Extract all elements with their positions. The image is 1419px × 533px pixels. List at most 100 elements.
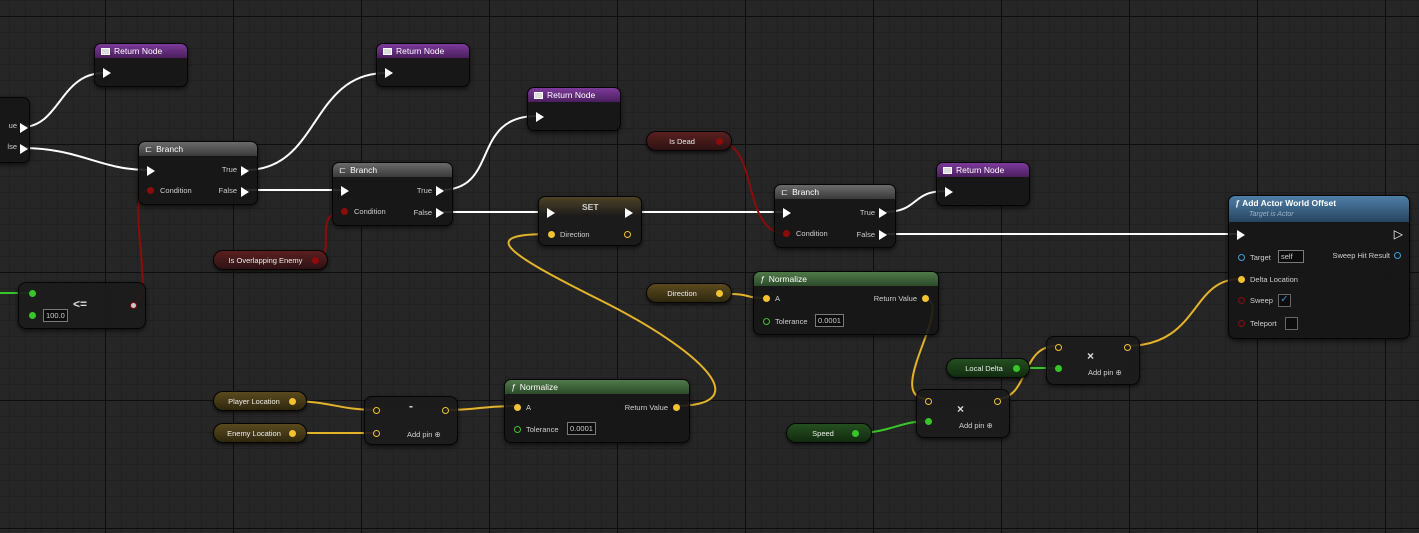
return-node[interactable]: Return Node	[527, 87, 621, 131]
compare-value-box[interactable]: 100.0	[43, 309, 68, 322]
tolerance-pin[interactable]	[763, 318, 770, 325]
tolerance-pin[interactable]	[514, 426, 521, 433]
less-equal-node[interactable]: 100.0 <=	[18, 282, 146, 329]
target-value[interactable]: self	[1278, 250, 1304, 263]
input-a-pin[interactable]	[373, 407, 380, 414]
exec-out-outline: ▷	[1393, 227, 1403, 241]
exec-in-pin[interactable]	[783, 208, 791, 218]
return-node[interactable]: Return Node	[936, 162, 1030, 206]
tolerance-value[interactable]: 0.0001	[815, 314, 844, 327]
is-dead-variable[interactable]: Is Dead	[646, 131, 732, 151]
return-value-pin[interactable]	[922, 295, 929, 302]
output-pin[interactable]	[289, 398, 296, 405]
exec-in-pin[interactable]	[536, 112, 544, 122]
local-delta-variable[interactable]: Local Delta	[946, 358, 1030, 378]
add-pin-button[interactable]: Add pin ⊕	[959, 421, 993, 430]
set-direction-node[interactable]: SET Direction	[538, 196, 642, 246]
local-delta-label: Local Delta	[965, 364, 1003, 373]
player-location-variable[interactable]: Player Location	[213, 391, 307, 411]
direction-out-pin[interactable]	[624, 231, 631, 238]
branch-node[interactable]: ⊏Branch True Condition False	[332, 162, 453, 226]
true-exec-pin[interactable]	[20, 123, 28, 133]
offset-node-header: ƒ Add Actor World Offset Target is Actor	[1229, 196, 1409, 222]
tolerance-field[interactable]: 0.0001	[815, 314, 844, 327]
return-value-pin[interactable]	[673, 404, 680, 411]
add-pin-button[interactable]: Add pin ⊕	[1088, 368, 1122, 377]
result-pin[interactable]	[442, 407, 449, 414]
return-node[interactable]: Return Node	[94, 43, 188, 87]
input-a-pin[interactable]	[1055, 344, 1062, 351]
result-pin[interactable]	[130, 302, 137, 309]
true-exec-pin[interactable]	[241, 166, 249, 176]
exec-in-pin[interactable]	[385, 68, 393, 78]
false-exec-pin[interactable]	[241, 187, 249, 197]
is-overlapping-enemy-variable[interactable]: Is Overlapping Enemy	[213, 250, 328, 270]
exec-in-pin[interactable]	[1237, 230, 1245, 240]
exec-in-pin[interactable]	[147, 166, 155, 176]
true-exec-pin[interactable]	[879, 208, 887, 218]
condition-pin[interactable]	[147, 187, 154, 194]
input-b-pin[interactable]	[1055, 365, 1062, 372]
delta-location-pin[interactable]	[1238, 276, 1245, 283]
return-node[interactable]: Return Node	[376, 43, 470, 87]
input-a-pin[interactable]	[29, 290, 36, 297]
output-pin[interactable]	[716, 138, 723, 145]
input-a-pin[interactable]	[763, 295, 770, 302]
exec-in-pin[interactable]	[547, 208, 555, 218]
sweep-pin[interactable]	[1238, 297, 1245, 304]
tolerance-value[interactable]: 0.0001	[567, 422, 596, 435]
exec-in-pin[interactable]	[341, 186, 349, 196]
sweep-hit-pin[interactable]	[1394, 252, 1401, 259]
output-pin[interactable]	[852, 430, 859, 437]
true-exec-pin[interactable]	[436, 186, 444, 196]
return-icon	[943, 166, 952, 174]
condition-pin[interactable]	[341, 208, 348, 215]
enemy-location-variable[interactable]: Enemy Location	[213, 423, 307, 443]
multiply-node[interactable]: × Add pin ⊕	[916, 389, 1010, 438]
add-pin-label: Add pin	[1088, 368, 1114, 377]
target-pin[interactable]	[1238, 254, 1245, 261]
function-icon: ƒ	[511, 382, 516, 392]
false-exec-pin[interactable]	[436, 208, 444, 218]
input-a-pin[interactable]	[925, 398, 932, 405]
target-field[interactable]: self	[1278, 250, 1304, 263]
add-node[interactable]: × Add pin ⊕	[1046, 336, 1140, 385]
add-actor-world-offset-node[interactable]: ƒ Add Actor World Offset Target is Actor…	[1228, 195, 1410, 339]
false-exec-pin[interactable]	[20, 144, 28, 154]
sweep-checkbox[interactable]: ✓	[1278, 294, 1291, 307]
speed-variable[interactable]: Speed	[786, 423, 872, 443]
exec-out-pin[interactable]	[625, 208, 633, 218]
input-b-pin[interactable]	[29, 312, 36, 319]
add-pin-button[interactable]: Add pin ⊕	[407, 430, 441, 439]
branch-node[interactable]: ⊏Branch True Condition False	[774, 184, 896, 248]
offset-node-subtitle: Target is Actor	[1249, 211, 1294, 218]
tolerance-field[interactable]: 0.0001	[567, 422, 596, 435]
subtract-node[interactable]: - Add pin ⊕	[364, 396, 458, 445]
exec-in-pin[interactable]	[945, 187, 953, 197]
branch-node[interactable]: ⊏Branch True Condition False	[138, 141, 258, 205]
condition-pin[interactable]	[783, 230, 790, 237]
input-b-pin[interactable]	[373, 430, 380, 437]
teleport-checkbox[interactable]	[1285, 317, 1298, 330]
output-pin[interactable]	[312, 257, 319, 264]
is-dead-label: Is Dead	[669, 137, 695, 146]
output-pin[interactable]	[1013, 365, 1020, 372]
input-b-value[interactable]: 100.0	[43, 309, 68, 322]
input-b-pin[interactable]	[925, 418, 932, 425]
teleport-pin[interactable]	[1238, 320, 1245, 327]
result-pin[interactable]	[994, 398, 1001, 405]
direction-in-pin[interactable]	[548, 231, 555, 238]
exec-in-pin[interactable]	[103, 68, 111, 78]
output-pin[interactable]	[716, 290, 723, 297]
input-a-pin[interactable]	[514, 404, 521, 411]
output-pin[interactable]	[289, 430, 296, 437]
direction-variable[interactable]: Direction	[646, 283, 732, 303]
branch-node-partial[interactable]: ue lse	[0, 97, 30, 163]
branch-node-title: Branch	[156, 144, 184, 154]
result-pin[interactable]	[1124, 344, 1131, 351]
false-exec-pin[interactable]	[879, 230, 887, 240]
false-label: lse	[7, 142, 17, 151]
branch-icon: ⊏	[145, 144, 153, 154]
